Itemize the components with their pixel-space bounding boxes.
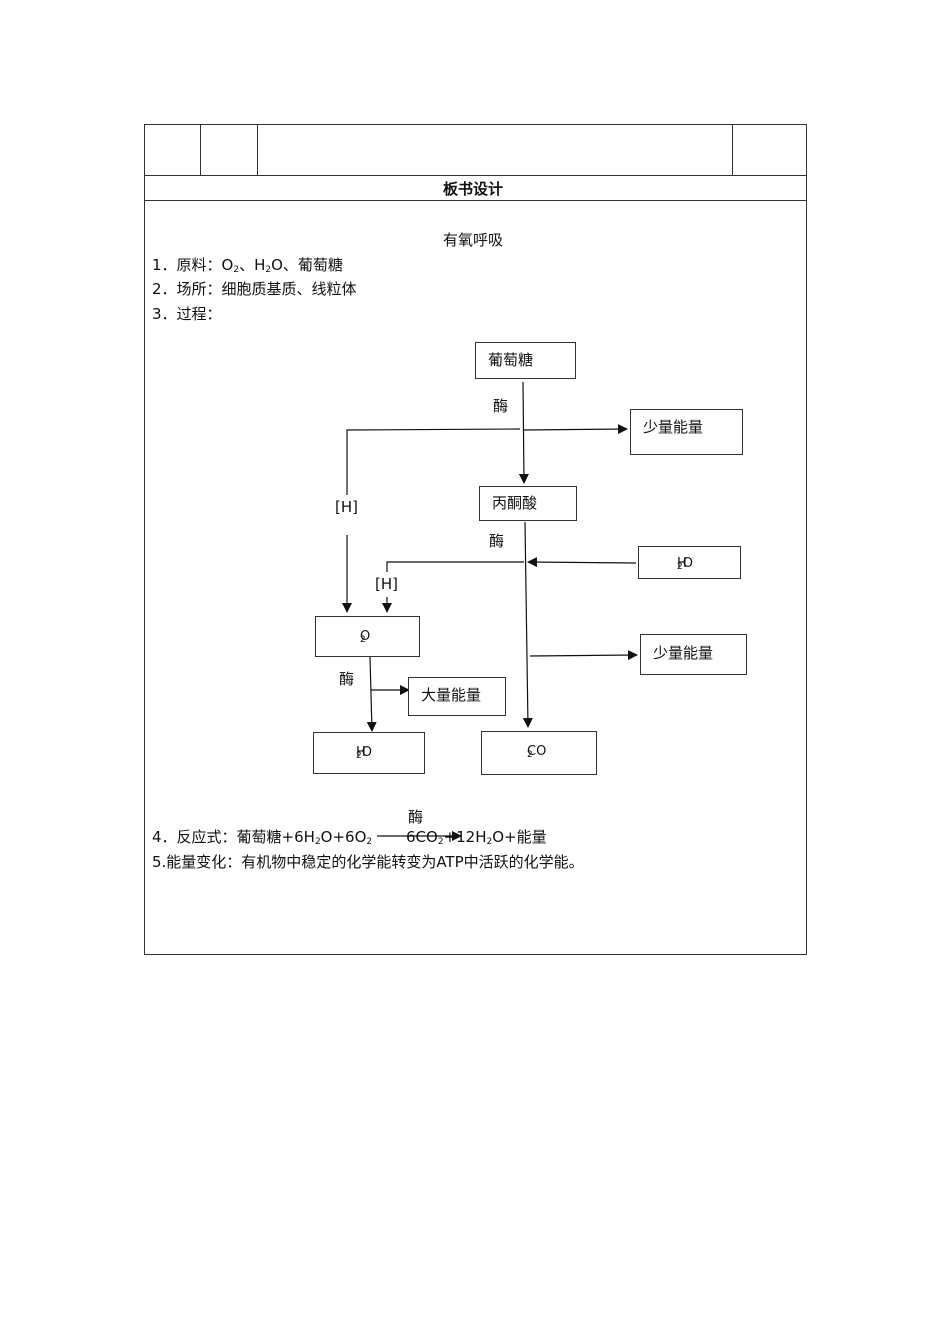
box-co2-sub: 2 [527,750,533,760]
box-oxygen-sub: 2 [360,635,366,645]
table-border-top [144,124,806,125]
box-much-energy-label: 大量能量 [421,686,482,704]
box-water-in-o: O [682,556,693,571]
item-materials-o: O [221,256,234,274]
box-co2-c: CO [527,744,547,759]
enzyme-label-2: 酶 [489,532,505,550]
table-border-left [144,124,145,954]
box-water-out-h: H [356,745,366,760]
enzyme-label-1: 酶 [493,397,509,415]
table-row-divider-1 [144,175,806,176]
equation-sub-3: 2 [437,837,444,847]
equation-sub-1: 2 [314,837,321,847]
box-water-out-o: O [361,745,372,760]
equation-prefix: 4．反应式：葡萄糖+6H [152,828,315,846]
item-energy-change: 5.能量变化：有机物中稳定的化学能转变为ATP中活跃的化学能。 [152,853,584,871]
h-label-left: [H] [335,498,358,516]
table-border-bottom [144,954,807,955]
arrow-pyruvate-to-co2 [522,521,533,728]
item-materials-prefix: 1．原料： [152,256,222,274]
item-materials-sep: 、H [239,256,266,274]
equation-sub-2: 2 [366,837,373,847]
box-water-in-h: H [677,556,687,571]
table-col-divider-2 [257,124,258,175]
table-col-divider-3 [732,124,733,175]
h-label-mid: [H] [375,575,398,593]
section-title: 板书设计 [443,180,504,198]
item-materials-rest: O、葡萄糖 [271,256,343,274]
equation-sub-4: 2 [486,837,493,847]
box-much-energy: 大量能量 [408,677,506,716]
box-water-out-sub: 2 [356,751,362,761]
box-oxygen-o: O [360,629,371,644]
enzyme-label-3: 酶 [339,670,355,688]
box-pyruvate-label: 丙酮酸 [492,494,538,512]
equation-left: 4．反应式：葡萄糖+6H2O+6O2 [152,828,372,849]
table-col-divider-1 [200,124,201,175]
equation-part-5: O+能量 [492,828,547,846]
line-h-mid-top [386,561,524,572]
arrow-water-in [527,557,637,568]
arrow-glucose-to-pyruvate [518,381,529,484]
line-h-left-top [346,428,521,495]
item-process: 3．过程： [152,305,222,323]
item-materials: 1．原料：O2、H2O、葡萄糖 [152,256,343,277]
equation-part-4: +12H [443,828,487,846]
item-materials-h-sub: 2 [265,265,272,275]
table-row-divider-2 [144,200,806,201]
topic-title: 有氧呼吸 [443,231,504,249]
box-little-energy-1: 少量能量 [630,409,743,455]
box-little-energy-2-label: 少量能量 [653,644,714,662]
box-little-energy-1-label: 少量能量 [643,418,704,436]
item-location: 2．场所：细胞质基质、线粒体 [152,280,357,298]
arrow-to-little-energy-1 [522,424,628,435]
arrow-o2-to-water [366,656,377,732]
box-pyruvate: 丙酮酸 [479,486,577,521]
box-glucose-label: 葡萄糖 [488,351,534,369]
table-border-right [806,124,807,954]
box-little-energy-2: 少量能量 [640,634,747,675]
item-materials-o-sub: 2 [233,265,240,275]
arrow-to-little-energy-2 [529,650,638,661]
equation-right: 6CO2+12H2O+能量 [406,828,547,849]
equation-part-3: 6CO [406,828,438,846]
box-glucose: 葡萄糖 [475,342,576,379]
equation-part-2: O+6O [320,828,367,846]
equation-enzyme-label: 酶 [408,808,424,826]
box-water-in-sub: 2 [677,562,683,572]
